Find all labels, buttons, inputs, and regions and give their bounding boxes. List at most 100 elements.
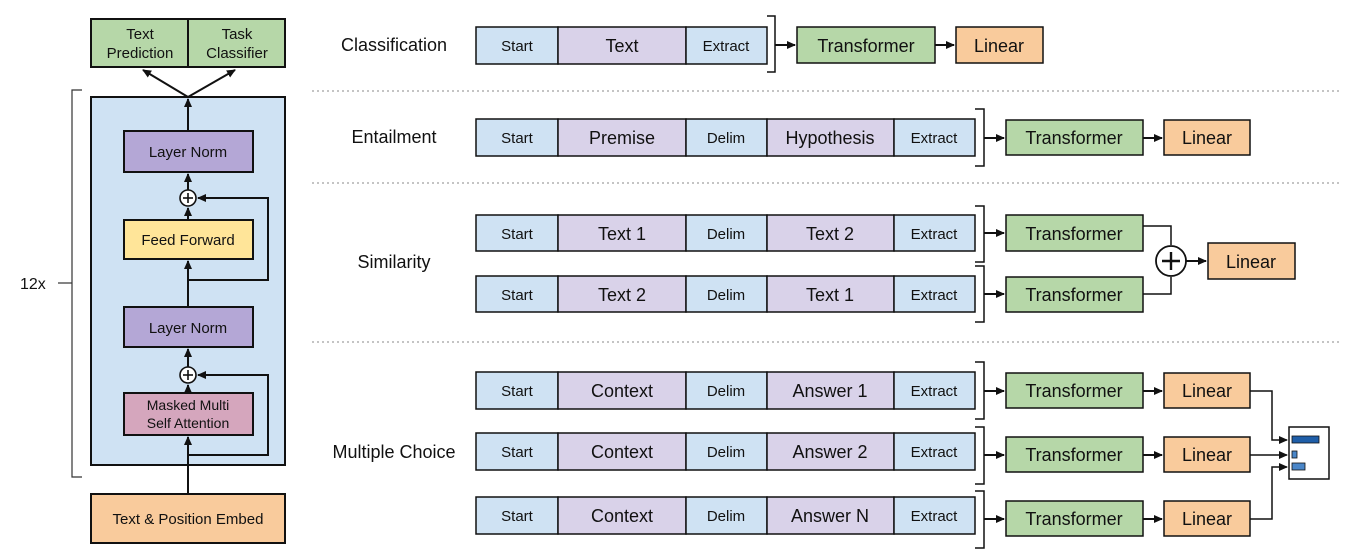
linear-label: Linear <box>1182 128 1232 148</box>
embed-label: Text & Position Embed <box>113 511 264 528</box>
linear-label: Linear <box>1182 445 1232 465</box>
token-label: Extract <box>703 38 751 55</box>
token-label: Delim <box>707 130 745 147</box>
token-label: Start <box>501 130 534 147</box>
task-classifier-line2: Classifier <box>206 45 268 62</box>
similarity-row-2: Start Text 2 Delim Text 1 Extract Transf… <box>475 265 1144 323</box>
transformer-label: Transformer <box>817 36 914 56</box>
masked-self-attention-box <box>123 392 254 436</box>
token-label: Start <box>501 508 534 525</box>
token-start <box>475 214 559 252</box>
linear-box <box>1163 119 1251 156</box>
transformer-box <box>1005 372 1144 409</box>
task-label-similarity: Similarity <box>357 252 430 272</box>
transformer-box <box>1005 276 1144 313</box>
token-label: Context <box>591 506 653 526</box>
transformer-label: Transformer <box>1025 285 1122 305</box>
token-extract <box>893 371 976 410</box>
token-label: Text 1 <box>598 224 646 244</box>
transformer-box <box>1005 119 1144 156</box>
token-label: Delim <box>707 444 745 461</box>
token-start <box>475 275 559 313</box>
token-label: Context <box>591 381 653 401</box>
token-extract <box>893 275 976 313</box>
task-classifier-box <box>187 18 286 68</box>
token-label: Extract <box>911 287 959 304</box>
token-context <box>557 432 687 471</box>
linear-box <box>1163 436 1251 473</box>
linear-box <box>955 26 1044 64</box>
layer-norm-bottom-label: Layer Norm <box>149 320 227 337</box>
layer-norm-top-label: Layer Norm <box>149 144 227 161</box>
token-label: Start <box>501 383 534 400</box>
token-label: Start <box>501 444 534 461</box>
token-delim <box>685 371 768 410</box>
task-label-classification: Classification <box>341 35 447 55</box>
token-label: Extract <box>911 508 959 525</box>
token-label: Extract <box>911 226 959 243</box>
text-prediction-line2: Prediction <box>107 45 174 62</box>
linear-box <box>1163 500 1251 537</box>
multiple-choice-row-3: Start Context Delim Answer N Extract Tra… <box>475 490 1251 549</box>
linear-box <box>1207 242 1296 280</box>
text-prediction-line1: Text <box>126 26 154 43</box>
token-answer <box>766 432 895 471</box>
token-label: Start <box>501 38 534 55</box>
token-label: Delim <box>707 287 745 304</box>
multiple-choice-row-1: Start Context Delim Answer 1 Extract Tra… <box>475 361 1251 420</box>
token-text-2 <box>557 275 687 313</box>
transformer-label: Transformer <box>1025 445 1122 465</box>
token-label: Delim <box>707 226 745 243</box>
token-extract <box>685 26 768 65</box>
token-label: Text 1 <box>806 285 854 305</box>
token-extract <box>893 214 976 252</box>
bar-chart-icon-bar-3 <box>1291 462 1306 471</box>
separators <box>312 90 1340 343</box>
token-context <box>557 496 687 535</box>
token-label: Hypothesis <box>785 128 874 148</box>
token-label: Delim <box>707 383 745 400</box>
token-start <box>475 371 559 410</box>
token-label: Delim <box>707 508 745 525</box>
layer-norm-bottom <box>123 306 254 348</box>
task-classifier-line1: Task <box>222 26 253 43</box>
token-label: Text 2 <box>598 285 646 305</box>
token-label: Answer 2 <box>792 442 867 462</box>
token-label: Text <box>605 36 638 56</box>
transformer-label: Transformer <box>1025 128 1122 148</box>
token-extract <box>893 118 976 157</box>
linear-label: Linear <box>1182 381 1232 401</box>
token-hypothesis <box>766 118 895 157</box>
token-label: Extract <box>911 444 959 461</box>
entailment-row: Start Premise Delim Hypothesis Extract T… <box>475 108 1251 167</box>
token-label: Answer 1 <box>792 381 867 401</box>
token-label: Start <box>501 226 534 243</box>
token-label: Start <box>501 287 534 304</box>
transformer-label: Transformer <box>1025 509 1122 529</box>
token-context <box>557 371 687 410</box>
token-label: Text 2 <box>806 224 854 244</box>
token-text-1 <box>557 214 687 252</box>
repeat-label: 12x <box>20 276 46 293</box>
feed-forward-label: Feed Forward <box>141 232 234 249</box>
token-label: Context <box>591 442 653 462</box>
token-label: Extract <box>911 383 959 400</box>
bar-chart-icon-bar-2 <box>1291 450 1298 459</box>
classification-row: Start Text Extract Transformer Linear <box>475 15 1044 73</box>
token-delim <box>685 432 768 471</box>
transformer-label: Transformer <box>1025 224 1122 244</box>
text-position-embed-box <box>90 493 286 544</box>
token-answer <box>766 496 895 535</box>
token-delim <box>685 496 768 535</box>
attention-line1: Masked Multi <box>147 397 229 413</box>
feed-forward-box <box>123 219 254 260</box>
similarity-row-1: Start Text 1 Delim Text 2 Extract Transf… <box>475 205 1144 263</box>
linear-label: Linear <box>1182 509 1232 529</box>
token-text-1 <box>766 275 895 313</box>
attention-line2: Self Attention <box>147 415 230 431</box>
token-delim <box>685 214 768 252</box>
linear-label: Linear <box>974 36 1024 56</box>
